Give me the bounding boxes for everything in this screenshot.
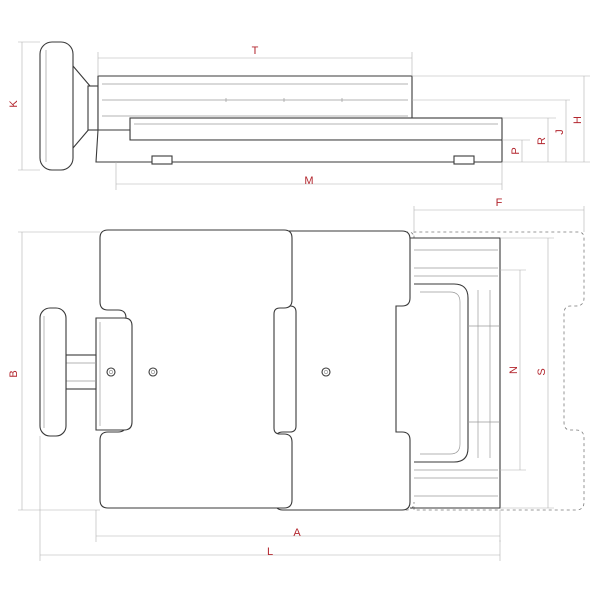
slide-rails xyxy=(410,237,501,509)
label-A: A xyxy=(293,527,301,539)
label-M: M xyxy=(304,175,313,187)
side-dimensions xyxy=(18,41,590,190)
label-L: L xyxy=(267,546,273,558)
handle-bracket xyxy=(95,317,158,431)
top-view xyxy=(39,229,585,511)
label-S: S xyxy=(536,368,548,375)
top-handwheel xyxy=(39,307,97,437)
side-hub xyxy=(72,65,91,149)
extended-plate-dashed xyxy=(285,231,585,511)
dimension-labels: T K M P R J H F B N S A L xyxy=(8,45,584,558)
side-view xyxy=(39,41,503,171)
top-dimensions xyxy=(18,206,585,561)
label-N: N xyxy=(508,366,520,374)
label-B: B xyxy=(8,370,20,377)
label-F: F xyxy=(496,197,503,209)
label-J: J xyxy=(554,129,566,135)
label-R: R xyxy=(536,137,548,145)
label-P: P xyxy=(510,147,522,154)
center-pin xyxy=(321,367,331,377)
label-T: T xyxy=(252,45,259,57)
rear-plate xyxy=(274,230,411,511)
front-plate xyxy=(99,229,293,509)
label-K: K xyxy=(8,100,20,108)
side-handwheel xyxy=(39,41,74,171)
side-slide-body xyxy=(129,117,503,141)
label-H: H xyxy=(572,116,584,124)
